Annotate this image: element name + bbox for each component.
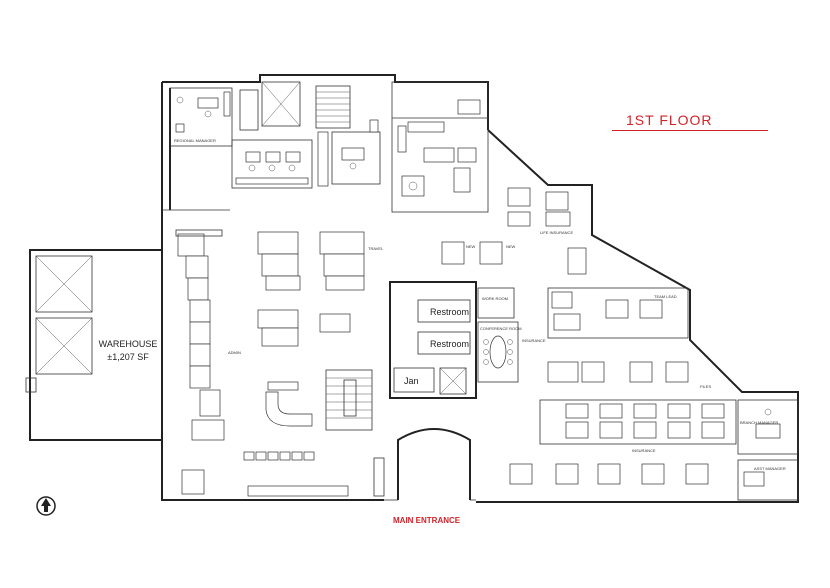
floor-title-rule — [612, 130, 768, 131]
label-files: FILES — [700, 384, 711, 389]
regional-manager-office: REGIONAL MANAGER — [169, 87, 233, 147]
label-travel: TRAVEL — [368, 246, 384, 251]
small-work-room: WORK ROOM — [477, 287, 515, 319]
conference-room: CONFERENCE ROOM — [477, 321, 522, 383]
label-work-room: WORK ROOM — [482, 296, 508, 301]
label-insurance-1: INSURANCE — [522, 338, 546, 343]
lower-stair — [325, 369, 373, 431]
floor-title: 1ST FLOOR — [626, 112, 713, 128]
insurance-area-north: INSURANCE TEAM LEAD FILES — [522, 287, 711, 389]
entrance-vestibule — [373, 428, 476, 501]
north-arrow-icon — [36, 496, 56, 516]
label-admin: ADMIN — [228, 350, 241, 355]
main-entrance-label: MAIN ENTRANCE — [393, 516, 461, 525]
label-conference: CONFERENCE ROOM — [480, 326, 522, 331]
room-restroom-2: Restroom — [430, 339, 469, 349]
label-team-lead: TEAM LEAD — [654, 294, 677, 299]
label-insurance-2: INSURANCE — [632, 448, 656, 453]
top-core — [239, 81, 351, 131]
warehouse-name: WAREHOUSE — [99, 339, 158, 349]
label-regional-manager: REGIONAL MANAGER — [174, 138, 216, 143]
label-new-2: NEW — [506, 244, 516, 249]
label-asst-manager: ASST MANAGER — [754, 466, 786, 471]
room-janitor: Jan — [404, 376, 419, 386]
admin-area: ADMIN — [175, 229, 241, 441]
label-new-1: NEW — [466, 244, 476, 249]
warehouse: WAREHOUSE ±1,207 SF — [25, 249, 163, 441]
insurance-area-south: INSURANCE — [509, 399, 737, 485]
restroom-core: Restroom Restroom Jan — [389, 281, 477, 399]
break-area — [231, 131, 329, 189]
branch-manager-office: BRANCH MANAGER ASST MANAGER — [737, 399, 799, 501]
label-life-insurance: LIFE INSURANCE — [540, 230, 573, 235]
warehouse-area: ±1,207 SF — [107, 352, 149, 362]
room-restroom-1: Restroom — [430, 307, 469, 317]
life-insurance-area: LIFE INSURANCE NEW NEW — [441, 187, 587, 275]
waiting-seats — [181, 451, 349, 497]
top-right-offices — [391, 81, 489, 213]
center-workstations: TRAVEL — [257, 231, 384, 347]
reception-desk — [265, 381, 313, 427]
top-middle-office — [331, 119, 381, 185]
label-branch-manager: BRANCH MANAGER — [740, 420, 778, 425]
